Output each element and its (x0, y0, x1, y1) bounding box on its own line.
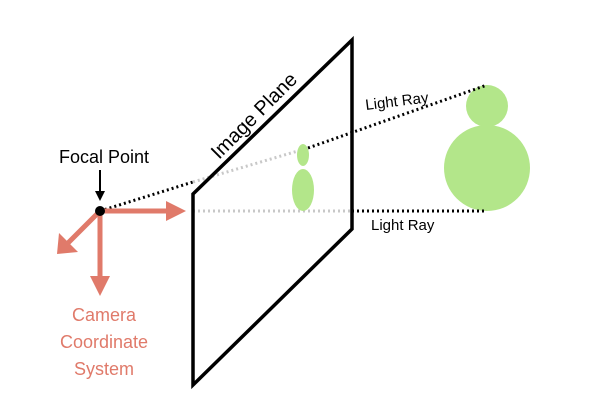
camera-label-line3: System (74, 359, 134, 379)
camera-label-line1: Camera (72, 305, 137, 325)
image-plane-label: Image Plane (207, 69, 302, 164)
axis-side-arrowhead (57, 233, 78, 254)
axis-forward-arrowhead (166, 201, 186, 221)
light-ray-top-label: Light Ray (364, 89, 429, 114)
axis-down-arrowhead (90, 276, 110, 296)
focal-point-label: Focal Point (59, 147, 149, 167)
projected-object-head (297, 144, 309, 166)
object-body (444, 125, 530, 211)
image-plane (191, 35, 354, 390)
projected-object-body (292, 169, 314, 211)
light-ray-top (99, 180, 194, 213)
focal-point (95, 206, 105, 216)
light-ray-top-far (307, 83, 488, 150)
light-ray-bottom-label: Light Ray (371, 217, 435, 234)
object-head (466, 85, 508, 127)
camera-label-line2: Coordinate (60, 332, 148, 352)
axis-side (66, 209, 102, 245)
